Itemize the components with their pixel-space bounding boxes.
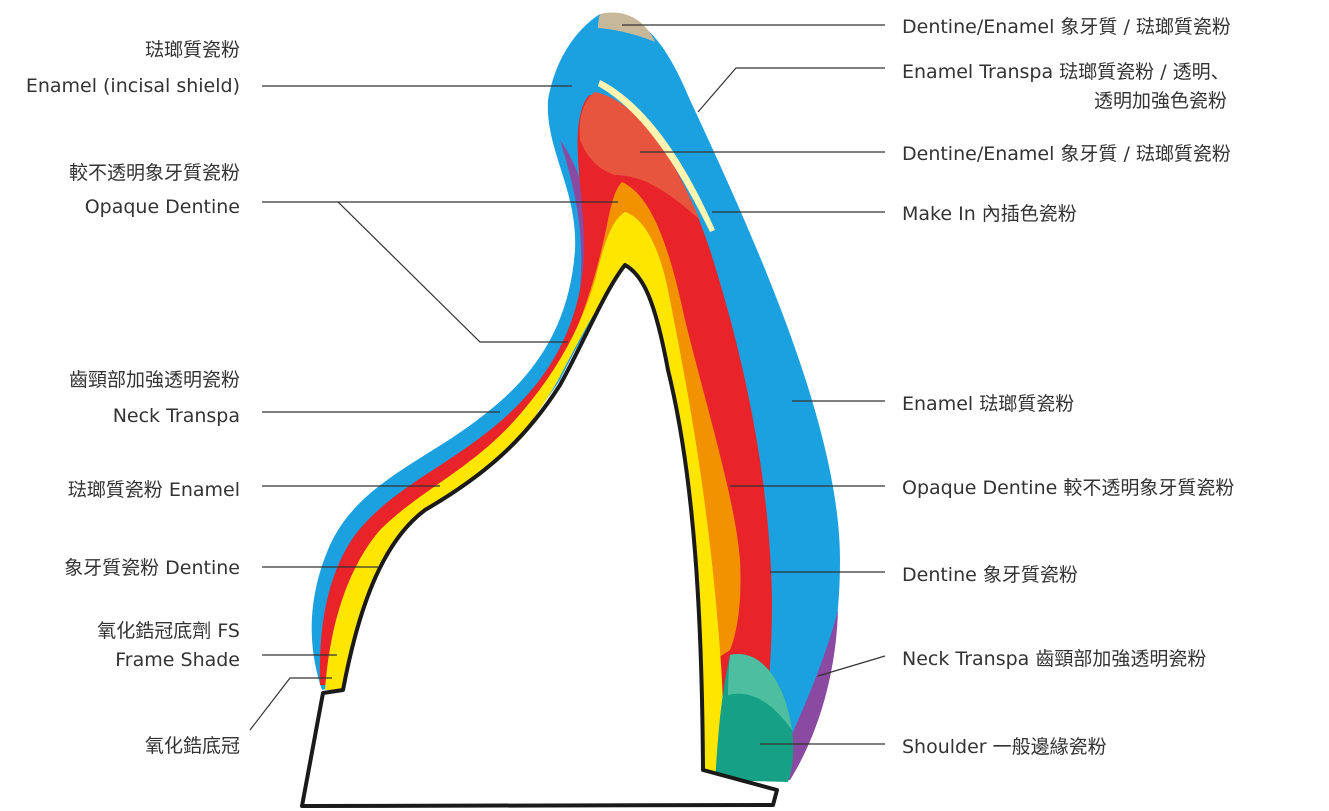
- label-make-in: Make In 內插色瓷粉: [902, 203, 1077, 225]
- leader-zirconia-coping: [249, 677, 332, 731]
- neck-transpa-right-layer: [770, 610, 838, 780]
- label-frame-shade-zh: 氧化鋯冠底劑 FS: [97, 620, 240, 642]
- label-opaque-dentine-en: Opaque Dentine: [85, 196, 240, 218]
- label-dentine-left: 象牙質瓷粉 Dentine: [64, 557, 240, 579]
- label-dentine-enamel-2: Dentine/Enamel 象牙質 / 琺瑯質瓷粉: [902, 143, 1231, 165]
- label-dentine-right: Dentine 象牙質瓷粉: [902, 564, 1078, 586]
- label-enamel-transpa-1: Enamel Transpa 琺瑯質瓷粉 / 透明、: [902, 61, 1230, 83]
- label-frame-shade-en: Frame Shade: [115, 649, 240, 671]
- label-enamel-right: Enamel 琺瑯質瓷粉: [902, 393, 1074, 415]
- shoulder-light-layer: [728, 654, 792, 730]
- label-enamel-incisal-en: Enamel (incisal shield): [26, 75, 240, 97]
- label-enamel-incisal-zh: 琺瑯質瓷粉: [145, 39, 240, 61]
- label-dentine-enamel-1: Dentine/Enamel 象牙質 / 琺瑯質瓷粉: [902, 16, 1231, 38]
- leader-opaque-dentine-left-a: [262, 201, 568, 343]
- label-neck-transpa-en: Neck Transpa: [113, 405, 240, 427]
- label-zirconia-coping: 氧化鋯底冠: [145, 735, 240, 757]
- label-neck-transpa-right: Neck Transpa 齒頸部加強透明瓷粉: [902, 648, 1206, 670]
- label-enamel-left: 琺瑯質瓷粉 Enamel: [68, 479, 240, 501]
- make-in-layer: [579, 92, 700, 220]
- leader-enamel-transpa: [697, 67, 885, 113]
- enamel-transpa-layer: [598, 80, 715, 232]
- label-opaque-dentine-zh: 較不透明象牙質瓷粉: [69, 162, 240, 184]
- label-enamel-transpa-2: 透明加強色瓷粉: [1094, 90, 1227, 112]
- label-opaque-dentine-right: Opaque Dentine 較不透明象牙質瓷粉: [902, 477, 1234, 499]
- zirconia-coping: [300, 263, 779, 808]
- neck-transpa-left-layer: [440, 140, 591, 480]
- tip-layer: [598, 12, 655, 42]
- label-neck-transpa-zh: 齒頸部加強透明瓷粉: [69, 369, 240, 391]
- opaque-dentine-layer: [465, 182, 741, 660]
- label-shoulder-right: Shoulder 一般邊緣瓷粉: [902, 736, 1107, 758]
- leader-neck-transpa-right: [817, 655, 886, 677]
